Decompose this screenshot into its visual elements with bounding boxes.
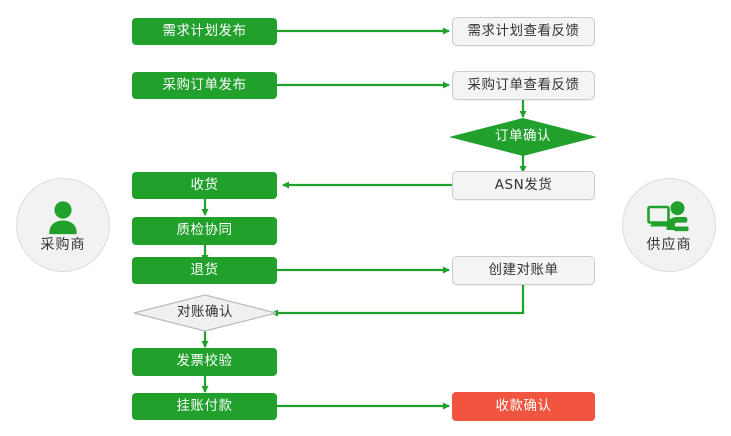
node-asn-shipment[interactable]: ASN发货 xyxy=(452,171,595,200)
node-statement-confirm[interactable]: 对账确认 xyxy=(133,294,277,332)
node-create-statement[interactable]: 创建对账单 xyxy=(452,256,595,285)
node-label: 创建对账单 xyxy=(488,261,559,278)
node-label: 退货 xyxy=(190,261,219,278)
node-label: 质检协同 xyxy=(176,222,233,239)
diamond-shape xyxy=(133,294,277,332)
node-label: 订单确认 xyxy=(495,128,551,145)
node-label: 采购订单查看反馈 xyxy=(467,76,580,93)
node-invoice-verification[interactable]: 发票校验 xyxy=(132,348,277,376)
node-label: 采购订单发布 xyxy=(162,76,247,93)
node-quality-collaboration[interactable]: 质检协同 xyxy=(132,217,277,245)
node-payable-payment[interactable]: 挂账付款 xyxy=(132,393,277,420)
node-purchase-order-publish[interactable]: 采购订单发布 xyxy=(132,72,277,99)
node-goods-return[interactable]: 退货 xyxy=(132,257,277,284)
node-label: 收款确认 xyxy=(495,397,552,414)
node-label: 发票校验 xyxy=(176,353,233,370)
node-order-confirm[interactable]: 订单确认 xyxy=(449,118,597,156)
node-demand-plan-publish[interactable]: 需求计划发布 xyxy=(132,18,277,45)
node-label: 需求计划查看反馈 xyxy=(467,22,580,39)
node-label: ASN发货 xyxy=(494,176,553,193)
node-label: 对账确认 xyxy=(177,304,233,321)
person-at-computer-icon xyxy=(647,200,689,231)
node-goods-receipt[interactable]: 收货 xyxy=(132,172,277,199)
node-label: 需求计划发布 xyxy=(162,22,247,39)
edge-statement-to-confirm xyxy=(271,285,525,317)
node-purchase-order-feedback[interactable]: 采购订单查看反馈 xyxy=(452,71,595,100)
diamond-shape xyxy=(449,118,597,156)
node-demand-plan-feedback[interactable]: 需求计划查看反馈 xyxy=(452,17,595,46)
actor-supplier[interactable]: 供应商 xyxy=(622,178,716,272)
actor-supplier-label: 供应商 xyxy=(646,236,692,253)
node-label: 收货 xyxy=(190,176,219,193)
node-receipt-confirm[interactable]: 收款确认 xyxy=(452,392,595,421)
person-icon xyxy=(49,200,77,234)
actor-buyer[interactable]: 采购商 xyxy=(16,178,110,272)
actor-buyer-label: 采购商 xyxy=(40,236,86,253)
node-label: 挂账付款 xyxy=(176,397,233,414)
